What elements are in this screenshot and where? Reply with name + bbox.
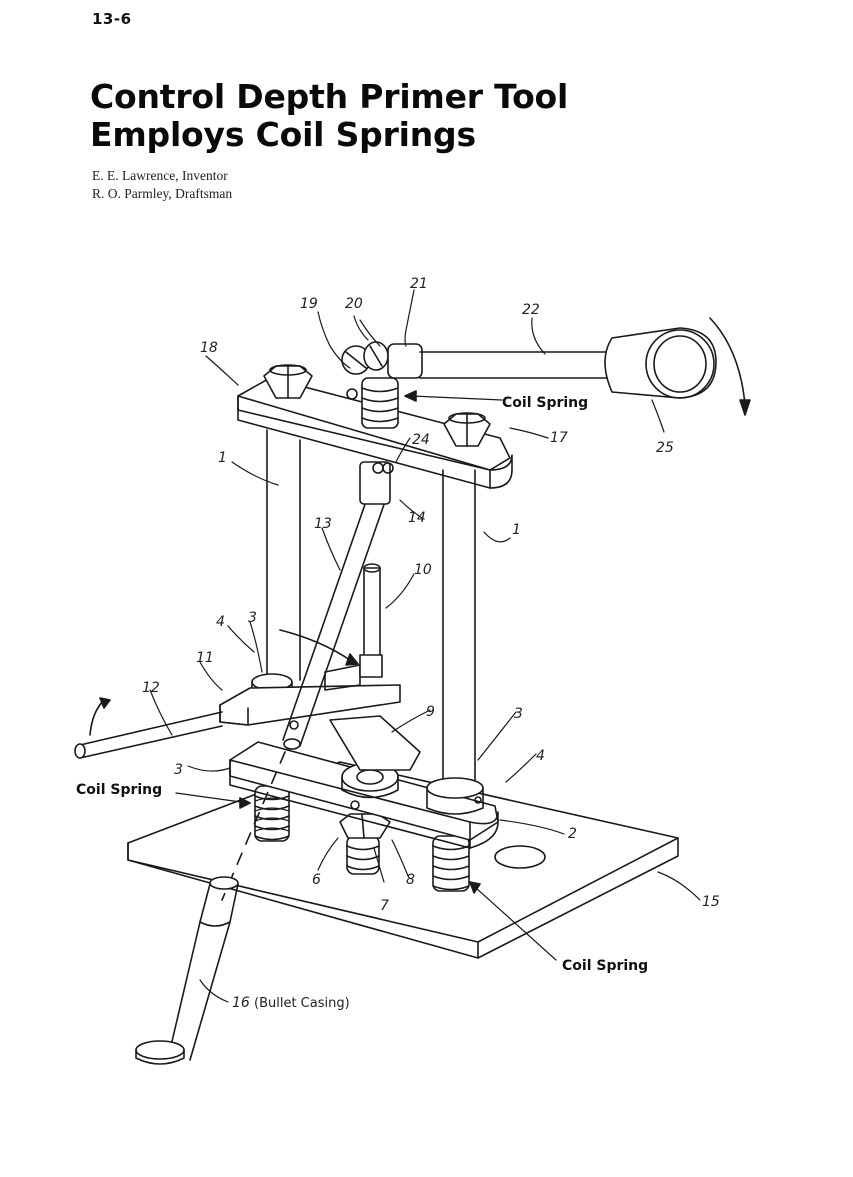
lower-center-coil-spring <box>346 835 380 875</box>
part-19-label: 19 <box>300 296 318 312</box>
dashed-axis <box>221 751 286 901</box>
part-2-label: 2 <box>568 826 577 842</box>
part-1-right-label: 1 <box>512 522 521 538</box>
part-4-right-label: 4 <box>536 748 545 764</box>
part-15-label: 15 <box>702 894 720 910</box>
part-8-label: 8 <box>406 872 415 888</box>
bullet-casing-label: (Bullet Casing) <box>254 996 350 1011</box>
right-post <box>442 469 476 791</box>
credits: E. E. Lawrence, Inventor R. O. Parmley, … <box>92 167 232 203</box>
part-9-label: 9 <box>426 704 435 720</box>
page-number: 13-6 <box>92 10 132 28</box>
part-3-lower-label: 3 <box>174 762 183 778</box>
part-21-label: 21 <box>410 276 428 292</box>
leader-lines <box>149 289 701 1003</box>
side-lever-rod <box>74 711 223 759</box>
article-title: Control Depth Primer Tool Employs Coil S… <box>90 78 568 154</box>
part-14-label: 14 <box>408 510 426 526</box>
part-13-label: 13 <box>314 516 332 532</box>
coil-spring-label-left: Coil Spring <box>76 782 162 798</box>
swivel-joint <box>359 461 394 505</box>
inventor-credit: E. E. Lawrence, Inventor <box>92 168 228 183</box>
coil-spring-label-bottom: Coil Spring <box>562 958 648 974</box>
draftsman-credit: R. O. Parmley, Draftsman <box>92 186 233 201</box>
part-1-left-label: 1 <box>218 450 227 466</box>
handle-knob <box>604 327 717 399</box>
part-22-label: 22 <box>522 302 540 318</box>
part-3-left-label: 3 <box>248 610 257 626</box>
part-6-label: 6 <box>312 872 321 888</box>
part-12-label: 12 <box>142 680 160 696</box>
lower-left-coil-spring <box>254 785 290 842</box>
angled-plate <box>329 715 421 771</box>
part-3-right-label: 3 <box>514 706 523 722</box>
part-11-label: 11 <box>196 650 214 666</box>
title-line-1: Control Depth Primer Tool <box>90 77 569 116</box>
lower-right-coil-spring <box>432 835 470 892</box>
handle-arm <box>387 343 607 379</box>
part-4-left-label: 4 <box>216 614 225 630</box>
upper-coil-spring <box>361 377 399 429</box>
title-line-2: Employs Coil Springs <box>90 115 476 154</box>
part-24-label: 24 <box>412 432 430 448</box>
middle-carriage <box>219 664 401 726</box>
lower-hex-nut <box>339 813 391 839</box>
part-17-label: 17 <box>550 430 568 446</box>
part-20-label: 20 <box>345 296 363 312</box>
top-left-hex-nut <box>263 364 313 399</box>
left-post <box>266 429 301 681</box>
part-10-label: 10 <box>414 562 432 578</box>
part-7-label: 7 <box>380 898 389 914</box>
top-right-hex-nut <box>443 412 491 447</box>
part-25-label: 25 <box>656 440 674 456</box>
coil-spring-label-top: Coil Spring <box>502 395 588 411</box>
bullet-casing <box>135 876 239 1065</box>
part-18-label: 18 <box>200 340 218 356</box>
right-collar <box>426 777 484 815</box>
vertical-pin <box>359 563 383 678</box>
diagonal-rod <box>282 489 389 750</box>
rotation-arrow-right <box>709 317 746 406</box>
rotation-arrow-left <box>89 699 105 736</box>
part-16-label: 16 <box>232 995 250 1011</box>
